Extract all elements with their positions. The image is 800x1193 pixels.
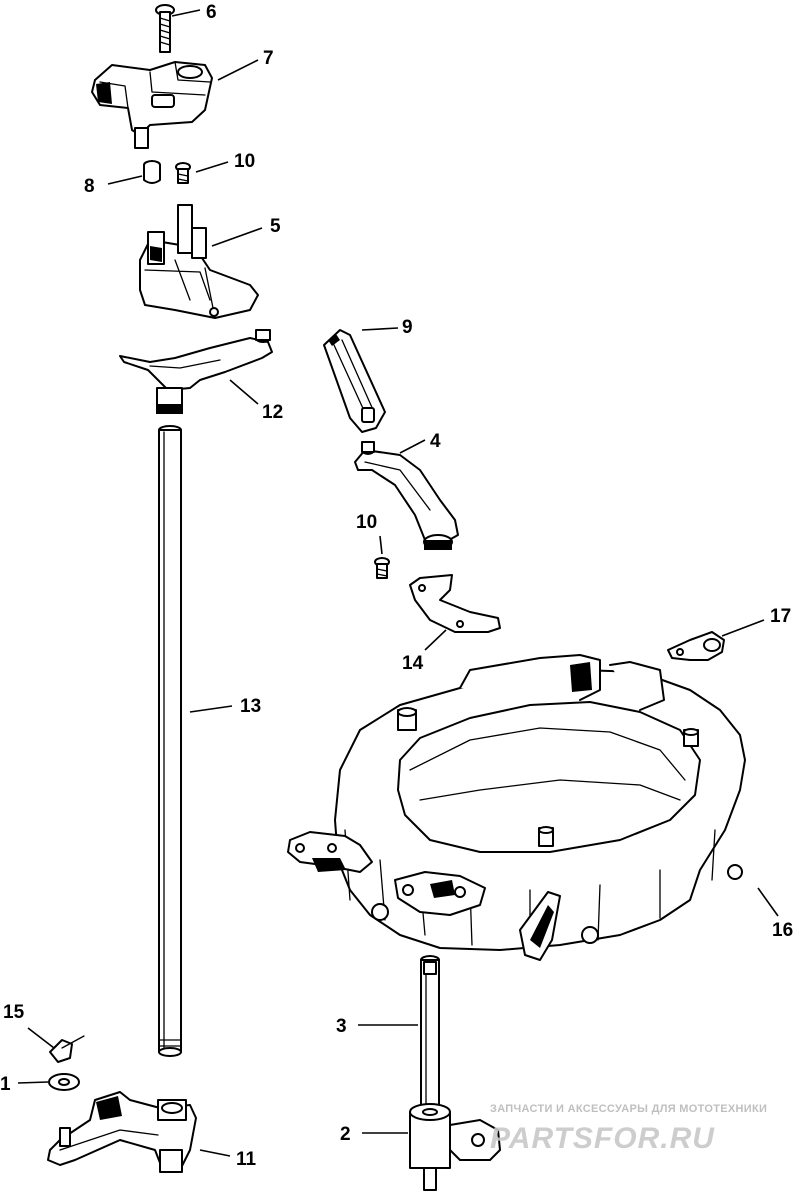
callout-13: 13 (240, 696, 261, 717)
part-5-bracket (139, 204, 259, 319)
callout-10-middle: 10 (356, 512, 377, 533)
callout-11: 11 (236, 1149, 257, 1170)
callout-3: 3 (336, 1016, 347, 1037)
callout-8: 8 (84, 176, 95, 197)
leader-lines (17, 9, 779, 1157)
part-10-screw-top (175, 162, 191, 184)
part-6-screw (155, 4, 175, 53)
part-12-lever-arm (119, 329, 273, 414)
part-1-washer (48, 1073, 80, 1091)
callout-9: 9 (402, 317, 413, 338)
callout-7: 7 (263, 48, 274, 69)
part-4-cam-arm (354, 441, 459, 550)
callout-15: 15 (3, 1002, 25, 1023)
callout-2: 2 (340, 1124, 351, 1145)
part-17-clamp (667, 631, 725, 661)
callout-6: 6 (206, 2, 217, 23)
callout-16: 16 (772, 920, 793, 941)
part-11-lower-lever (47, 1091, 197, 1173)
part-14-bracket-plate (409, 574, 501, 633)
callout-12: 12 (262, 402, 283, 423)
part-16-housing (287, 654, 746, 961)
part-9-link (323, 329, 386, 433)
part-2-fitting (409, 1103, 501, 1191)
callout-17: 17 (770, 606, 791, 627)
part-8-bushing (143, 160, 161, 184)
part-15-clip (49, 1035, 85, 1063)
callout-1: 1 (0, 1074, 11, 1095)
watermark: ЗАПЧАСТИ И АКСЕССУАРЫ ДЛЯ МОТОТЕХНИКИ PA… (490, 1103, 767, 1155)
callout-14: 14 (402, 653, 424, 674)
callout-10-top: 10 (234, 151, 255, 172)
callout-4: 4 (430, 431, 441, 452)
part-10-screw-middle (374, 557, 390, 579)
callout-labels: 6 7 8 10 5 12 9 4 10 14 17 13 16 15 1 11… (0, 2, 793, 1170)
watermark-logo: PARTSFOR.RU (490, 1122, 715, 1155)
callout-5: 5 (270, 216, 281, 237)
watermark-tagline: ЗАПЧАСТИ И АКСЕССУАРЫ ДЛЯ МОТОТЕХНИКИ (490, 1103, 767, 1115)
part-13-rod (158, 425, 182, 1057)
part-3-shaft (420, 955, 440, 1111)
part-7-sensor-housing (91, 61, 213, 149)
